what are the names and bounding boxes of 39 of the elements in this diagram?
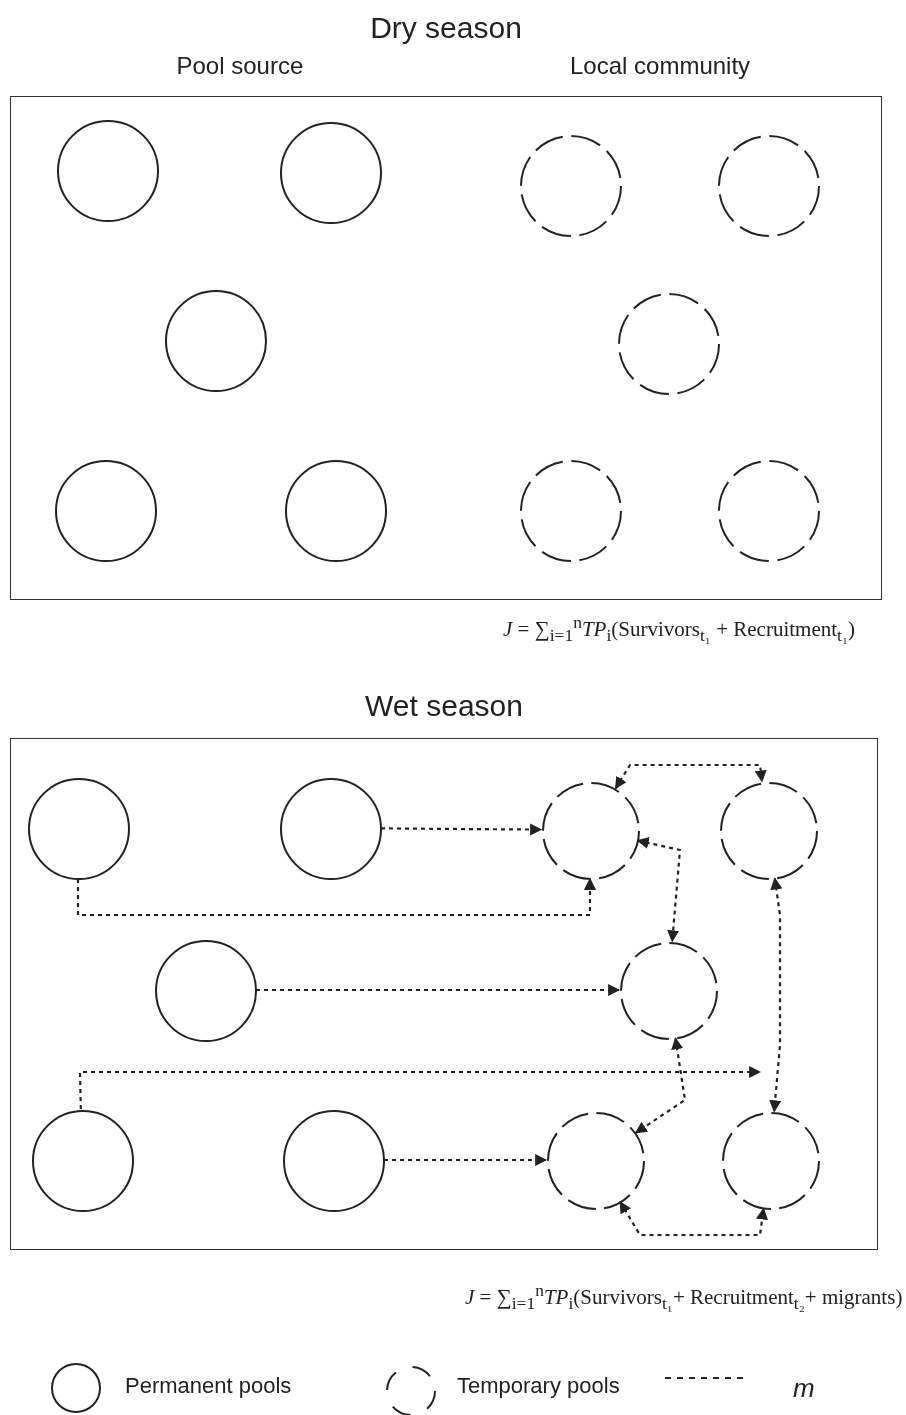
column-heading: Local community: [570, 52, 751, 80]
panel-heading: Dry season: [370, 11, 522, 45]
dashed-circle: [721, 1111, 821, 1211]
dashed-circle: [619, 941, 719, 1041]
formula: J = ∑$_{i=1}$$^{n}$TP$_{i}$(Survivors$_{t₁}$ + Recruitment$_{t₁}$): [503, 612, 856, 647]
circle: [279, 121, 383, 225]
circle: [164, 289, 268, 393]
panel-heading: Wet season: [365, 689, 523, 723]
double-arrow: [614, 763, 767, 790]
dashed-circle: [541, 781, 641, 881]
circle: [284, 459, 388, 563]
dashed-circle: [519, 459, 623, 563]
double-arrow: [769, 877, 783, 1113]
dashed-circle: [546, 1111, 646, 1211]
double-arrow: [619, 1200, 769, 1237]
circle: [54, 459, 158, 563]
dashed-circle: [717, 459, 821, 563]
circle: [27, 777, 131, 881]
double-arrow: [636, 837, 682, 943]
legend-label: m: [793, 1373, 815, 1404]
formula: J = ∑$_{i=1}$$^{n}$TP$_{i}$(Survivors$_{t₁}$+ Recruitment$_{t₂}$+ migrants): [465, 1280, 903, 1315]
dashed-circle: [717, 134, 821, 238]
arrow: [76, 877, 597, 917]
circle: [282, 1109, 386, 1213]
circle: [31, 1109, 135, 1213]
dashed-circle: [617, 292, 721, 396]
circle: [279, 777, 383, 881]
arrow: [256, 983, 621, 997]
arrow: [384, 1153, 548, 1167]
arrow: [78, 1065, 762, 1110]
dashed-circle: [719, 781, 819, 881]
arrow: [381, 823, 543, 836]
legend-label: Temporary pools: [457, 1373, 620, 1399]
circle: [154, 939, 258, 1043]
dashed-circle: [519, 134, 623, 238]
circle: [56, 119, 160, 223]
legend-label: Permanent pools: [125, 1373, 292, 1399]
column-heading: Pool source: [176, 52, 304, 80]
double-arrow: [634, 1037, 687, 1134]
